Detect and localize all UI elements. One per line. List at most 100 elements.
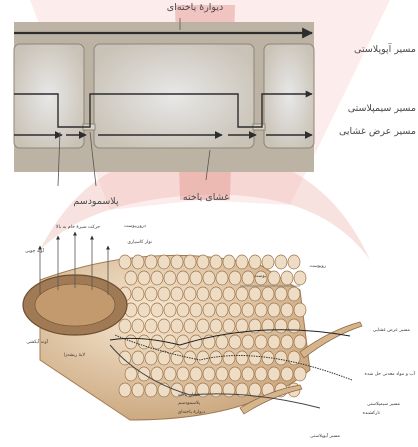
root-hair-label: تارکشنده (340, 411, 380, 416)
root-cell (138, 271, 150, 285)
root-cell (203, 367, 215, 381)
root-cell (281, 367, 293, 381)
root-cell (281, 271, 293, 285)
root-cell (223, 319, 235, 333)
root-cell (203, 303, 215, 317)
root-cell (184, 287, 196, 301)
root-cell (184, 255, 196, 269)
root-cell (210, 319, 222, 333)
root-cell (164, 303, 176, 317)
root-cell (262, 319, 274, 333)
root-cell (151, 303, 163, 317)
apoplast-route-label: مسیر آپوپلاستی (316, 44, 416, 55)
root-cell (229, 303, 241, 317)
bottom-cell-membrane-label: غشای یاخته (150, 393, 200, 398)
root-cell (242, 303, 254, 317)
root-cell (210, 255, 222, 269)
root-cell (294, 303, 306, 317)
root-cell (119, 255, 131, 269)
root-cell (125, 271, 137, 285)
bottom-apoplast-label: مسیر آپوپلاستی (290, 434, 340, 439)
root-cell (151, 367, 163, 381)
endodermis-label: درون‌پوست (115, 224, 155, 229)
root-cell (249, 287, 261, 301)
root-cell (275, 351, 287, 365)
root-cell (268, 335, 280, 349)
root-cell (275, 319, 287, 333)
root-cell (171, 287, 183, 301)
root-cell (197, 255, 209, 269)
root-cell (132, 319, 144, 333)
root-cell (171, 255, 183, 269)
root-cell (288, 287, 300, 301)
pericycle-label: لایهٔ ریشه‌زا (45, 353, 85, 358)
root-cell (216, 335, 228, 349)
root-cell (223, 383, 235, 397)
root-cell (145, 351, 157, 365)
root-cell (281, 335, 293, 349)
epidermis-label: روپوست (286, 264, 326, 269)
root-cell (242, 335, 254, 349)
root-cell (294, 367, 306, 381)
root-cell (294, 271, 306, 285)
root-cell (229, 367, 241, 381)
root-cell (255, 367, 267, 381)
root-cell (164, 367, 176, 381)
root-cell (281, 303, 293, 317)
root-cell (268, 367, 280, 381)
root-cell (190, 271, 202, 285)
minerals-label: آب و مواد معدنی حل شده (340, 372, 415, 377)
root-cell (210, 287, 222, 301)
root-cell (255, 303, 267, 317)
root-cell (158, 319, 170, 333)
root-cell (216, 367, 228, 381)
root-cell (171, 351, 183, 365)
cell-left (14, 44, 84, 148)
root-cell (223, 351, 235, 365)
root-cell (177, 367, 189, 381)
root-cell (190, 303, 202, 317)
root-cell (164, 271, 176, 285)
root-cell (125, 367, 137, 381)
plasmodesma-label: پلاسمودسم (56, 196, 136, 207)
root-cell (216, 303, 228, 317)
root-cell (216, 271, 228, 285)
root-cell (190, 367, 202, 381)
root-cell (171, 319, 183, 333)
root-cell (151, 271, 163, 285)
root-cell (236, 287, 248, 301)
root-cell (158, 287, 170, 301)
phloem-label: آوند آبکشی (18, 340, 48, 345)
root-cell (236, 351, 248, 365)
root-cell (249, 351, 261, 365)
root-cell (197, 319, 209, 333)
bottom-transmembrane-label: مسیر عرض غشایی (350, 328, 410, 333)
root-cell (236, 319, 248, 333)
root-cell (151, 335, 163, 349)
cell-membrane-label: غشای یاخته (166, 192, 246, 203)
root-cell (229, 335, 241, 349)
cell-wall-label: دیوارهٔ یاخته‌ای (150, 2, 240, 13)
root-cell (184, 319, 196, 333)
transmembrane-route-label: مسیر عرض غشایی (306, 126, 416, 137)
root-cell (132, 383, 144, 397)
root-cell (132, 255, 144, 269)
root-cell (125, 335, 137, 349)
root-cell (242, 367, 254, 381)
root-cell (177, 271, 189, 285)
root-cell (119, 383, 131, 397)
root-cell (275, 287, 287, 301)
root-cell (294, 335, 306, 349)
root-cell (197, 287, 209, 301)
root-cell (262, 287, 274, 301)
bottom-symplast-label: مسیر سیمپلاستی (340, 402, 400, 407)
cell-middle (94, 44, 254, 148)
xylem-label: آوند چوبی (14, 249, 44, 254)
bottom-plasmodesma-label: پلاسمودسم (150, 401, 200, 406)
root-cell (223, 287, 235, 301)
root-cell (145, 287, 157, 301)
root-cell (177, 303, 189, 317)
casparian-strip-label: نوار کاسپاری (112, 240, 152, 245)
root-cell (119, 319, 131, 333)
